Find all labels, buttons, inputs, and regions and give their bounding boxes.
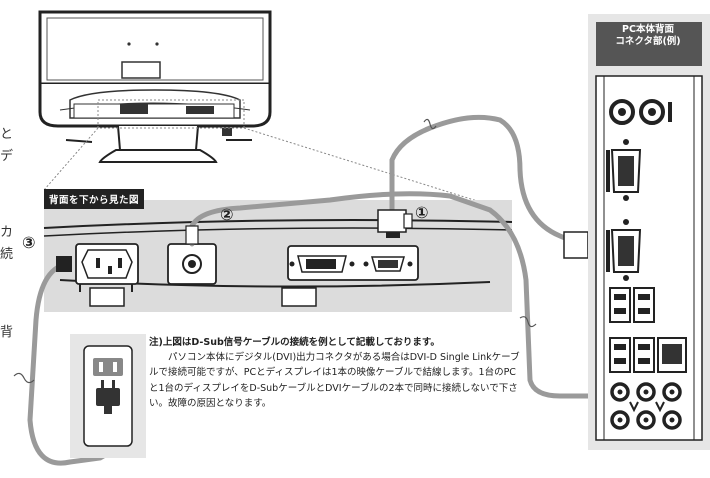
note-body: パソコン本体にデジタル(DVI)出力コネクタがある場合はDVI-D Single… xyxy=(149,352,520,409)
pc-panel-title-line1: PC本体背面 xyxy=(622,24,674,35)
pc-panel-title: PC本体背面 コネクタ部(例) xyxy=(602,24,694,48)
cut-text-3: カ xyxy=(0,225,14,240)
power-socket-icon xyxy=(75,243,139,285)
bottom-view-panel xyxy=(43,200,513,312)
dvi-port-icon xyxy=(289,255,355,273)
dsub-port-icon xyxy=(363,256,413,272)
cut-text-1: と xyxy=(0,127,14,142)
bottom-view-label: 背面を下から見た図 xyxy=(44,189,145,209)
ethernet-port-icon xyxy=(657,337,687,373)
usb-port-icon xyxy=(609,287,655,373)
note-block: 注)上図はD-Sub信号ケーブルの接続を例として記載しております。 パソコン本体… xyxy=(149,335,521,411)
cable-break-marks xyxy=(13,118,537,384)
power-cord-plug-icon xyxy=(56,256,72,272)
step-1-label: ① xyxy=(415,203,429,222)
audio-jack-icon xyxy=(610,382,682,430)
step-3-label: ③ xyxy=(22,233,36,252)
serial-port-icon xyxy=(606,139,642,201)
note-title: 注)上図はD-Sub信号ケーブルの接続を例として記載しております。 xyxy=(149,337,440,348)
cut-text-5: 背 xyxy=(0,325,14,340)
step-2-label: ② xyxy=(220,205,234,224)
dsub-cable-icon xyxy=(377,209,413,238)
pc-panel-title-line2: コネクタ部(例) xyxy=(615,35,681,47)
ps2-port-icon xyxy=(609,99,672,125)
power-plug-icon xyxy=(70,334,146,458)
monitor-illustration xyxy=(38,10,272,163)
audio-input-icon xyxy=(167,243,217,285)
vga-port-icon xyxy=(606,219,642,281)
cut-text-2: デ xyxy=(0,149,14,164)
cut-text-4: 続 xyxy=(0,247,14,262)
pc-rear-panel xyxy=(588,14,710,450)
